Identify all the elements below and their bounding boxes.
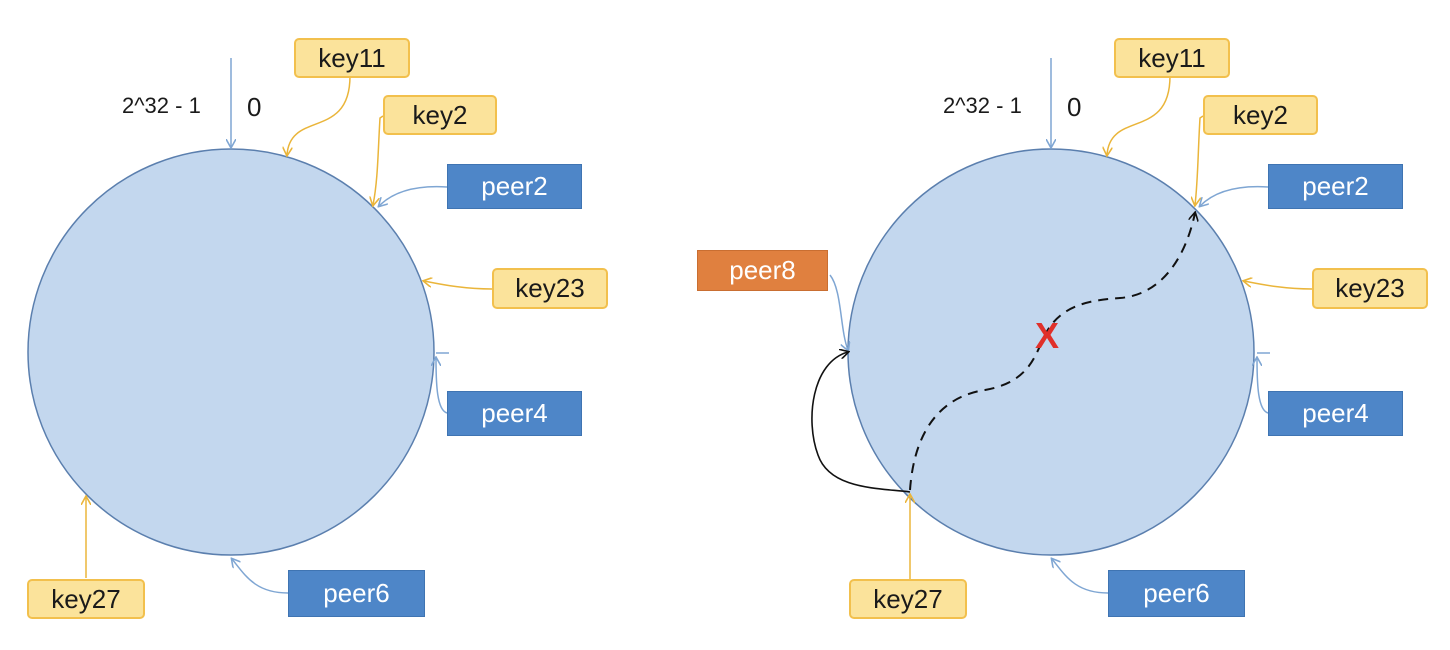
right-new-peer8-label: peer8 bbox=[697, 250, 828, 291]
right-ring-max-label: 2^32 - 1 bbox=[943, 93, 1022, 118]
right-peer2-pointer bbox=[1200, 185, 1269, 206]
right-key2-pointer bbox=[1195, 115, 1204, 205]
left-key23-label: key23 bbox=[492, 268, 608, 309]
right-peer6-pointer bbox=[1052, 559, 1109, 594]
old-mapping-dashed-path bbox=[909, 213, 1195, 491]
right-peer2-label: peer2 bbox=[1268, 164, 1403, 209]
right-peer4-pointer bbox=[1257, 358, 1269, 414]
left-peer6-pointer bbox=[232, 559, 289, 594]
left-ring-zero-label: 0 bbox=[247, 92, 262, 122]
right-key11-pointer bbox=[1107, 75, 1171, 155]
left-ring-max-label: 2^32 - 1 bbox=[122, 93, 201, 118]
right-key23-label: key23 bbox=[1312, 268, 1428, 309]
right-key23-pointer bbox=[1244, 281, 1313, 290]
left-key27-label: key27 bbox=[27, 579, 145, 619]
right-key2-label: key2 bbox=[1203, 95, 1318, 135]
left-peer2-label: peer2 bbox=[447, 164, 582, 209]
left-peer6-label: peer6 bbox=[288, 570, 425, 617]
right-key11-label: key11 bbox=[1114, 38, 1230, 78]
left-hash-ring bbox=[27, 148, 435, 556]
left-key2-pointer bbox=[373, 115, 384, 205]
right-peer8-pointer bbox=[829, 274, 848, 350]
new-mapping-solid-path bbox=[811, 352, 911, 493]
right-peer4-label: peer4 bbox=[1268, 391, 1403, 436]
right-ring-zero-label: 0 bbox=[1067, 92, 1082, 122]
left-peer4-label: peer4 bbox=[447, 391, 582, 436]
left-key2-label: key2 bbox=[383, 95, 497, 135]
left-peer2-pointer bbox=[379, 185, 448, 206]
left-key23-pointer bbox=[424, 281, 493, 290]
removed-peer-mark: X bbox=[1035, 315, 1060, 356]
left-key11-pointer bbox=[287, 75, 351, 155]
left-key11-label: key11 bbox=[294, 38, 410, 78]
right-key27-label: key27 bbox=[849, 579, 967, 619]
right-peer6-label: peer6 bbox=[1108, 570, 1245, 617]
left-peer4-pointer bbox=[436, 358, 448, 414]
